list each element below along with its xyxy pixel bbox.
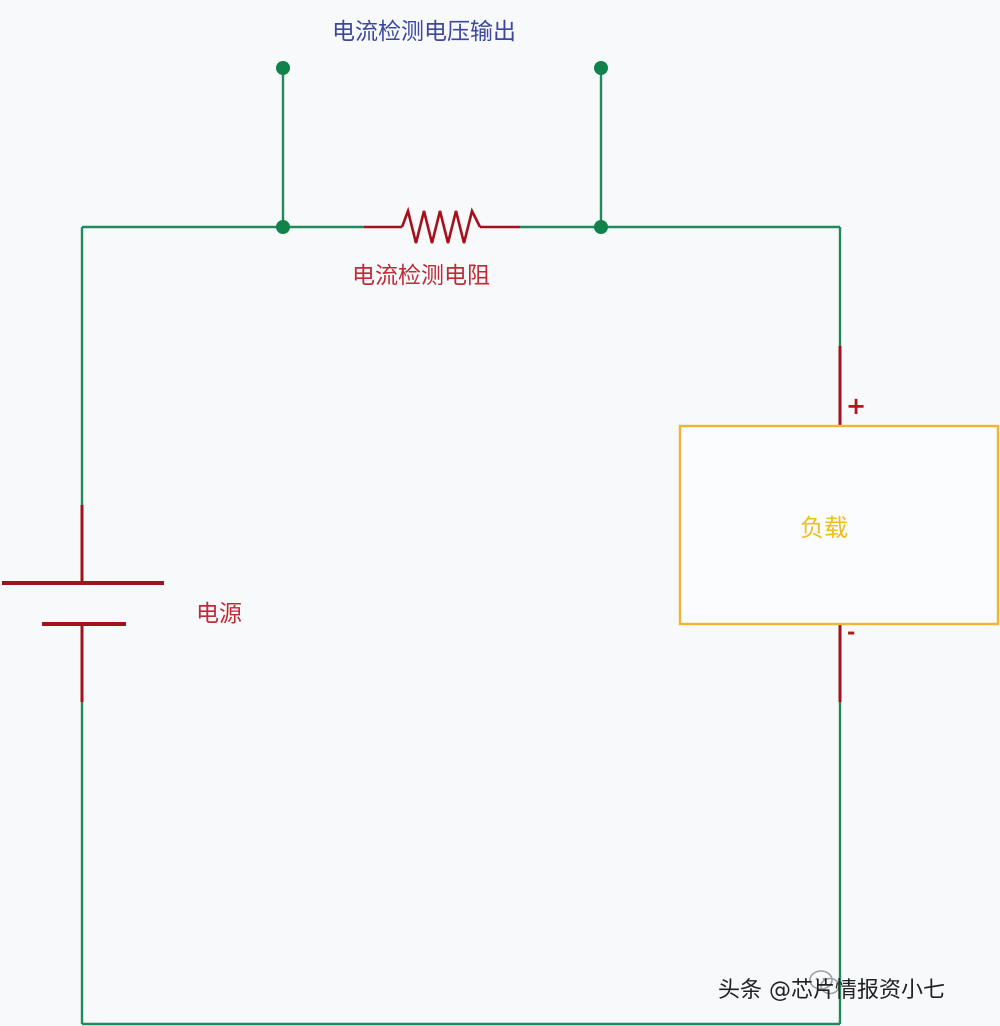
output-voltage-label: 电流检测电压输出 (332, 19, 516, 45)
probe-terminal-left (276, 61, 290, 75)
power-source-label: 电源 (196, 601, 242, 627)
load-box (678, 424, 1000, 626)
sense-resistor (364, 206, 520, 244)
chat-icon (809, 970, 840, 995)
junction-left (276, 220, 290, 234)
battery-symbol (2, 505, 164, 702)
watermark-text: 头条 @芯片情报资小七 (718, 978, 945, 1003)
load-negative-label: - (847, 620, 856, 644)
probe-terminal-right (594, 61, 608, 75)
junction-right (594, 220, 608, 234)
sense-resistor-label: 电流检测电阻 (352, 263, 490, 289)
load-positive-label: + (846, 392, 867, 420)
load-label: 负载 (800, 514, 848, 542)
